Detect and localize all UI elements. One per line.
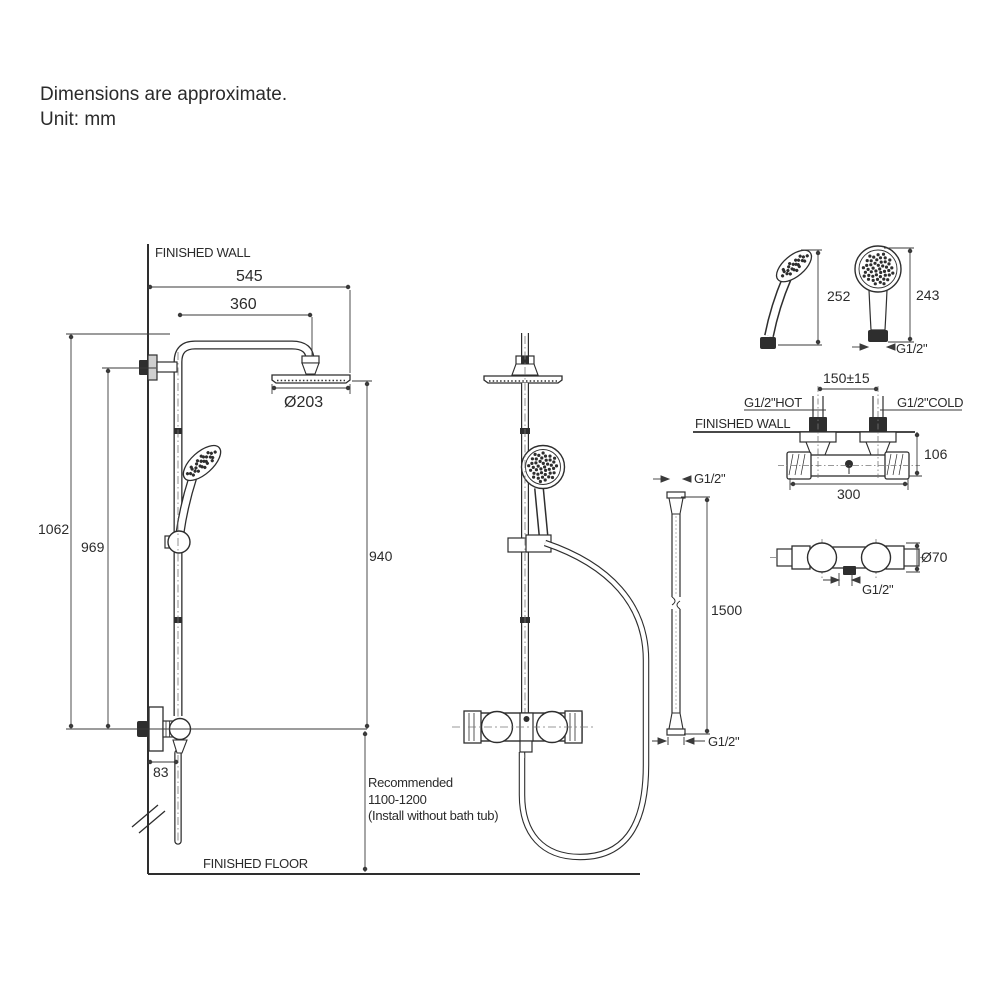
hot-inlet-label: G1/2"HOT — [744, 395, 802, 410]
dim-106: 106 — [924, 446, 948, 462]
hose-detail — [666, 491, 686, 745]
dimension-lines — [66, 247, 962, 872]
valve-top-view — [693, 386, 920, 480]
overhead-shower-side — [271, 374, 351, 384]
finished-floor-label: FINISHED FLOOR — [203, 856, 308, 871]
supply-pipe — [156, 361, 178, 373]
dim-70: Ø70 — [921, 549, 948, 565]
note-line-1: Dimensions are approximate. — [40, 84, 288, 105]
supply-nut — [139, 360, 148, 375]
handshower-head-side — [182, 444, 222, 482]
dim-969: 969 — [81, 539, 105, 555]
dim-1500: 1500 — [711, 602, 743, 618]
hose-bottom-connector-label: G1/2" — [708, 734, 740, 749]
dim-360: 360 — [230, 296, 257, 313]
hose-front — [518, 539, 650, 861]
hose-top-connector-label: G1/2" — [694, 471, 726, 486]
dim-1062: 1062 — [38, 521, 70, 537]
handshower-side-detail — [760, 249, 813, 349]
dim-243: 243 — [916, 287, 940, 303]
handshower-front-detail — [854, 245, 902, 342]
recommended-note: Recommended 1100-1200 (Install without b… — [368, 775, 499, 825]
front-view — [452, 333, 650, 861]
overhead-shower-front — [483, 375, 563, 384]
handshower-connector-label: G1/2" — [896, 341, 928, 356]
head-connector — [301, 355, 320, 364]
valve-front-detail — [770, 539, 925, 578]
slider-knob — [167, 530, 191, 554]
supply-escutcheon — [147, 354, 158, 381]
note-line-2: Unit: mm — [40, 109, 116, 130]
valve-outlet — [519, 740, 533, 753]
dim-545: 545 — [236, 268, 263, 285]
dim-300: 300 — [837, 486, 861, 502]
dim-252: 252 — [827, 288, 851, 304]
dim-203: Ø203 — [284, 394, 324, 411]
recommended-line-1: Recommended — [368, 775, 453, 790]
dim-940: 940 — [369, 548, 393, 564]
wall-break-icon — [131, 804, 166, 834]
dim-150: 150±15 — [823, 370, 870, 386]
finished-wall-label-side: FINISHED WALL — [155, 245, 251, 260]
finished-wall-label-valve: FINISHED WALL — [695, 416, 791, 431]
recommended-line-3: (Install without bath tub) — [368, 808, 499, 823]
recommended-line-2: 1100-1200 — [368, 791, 427, 807]
dim-83: 83 — [153, 764, 169, 780]
dimension-dots — [68, 248, 920, 872]
cold-inlet-label: G1/2"COLD — [897, 395, 964, 410]
valve-outlet-connector-label: G1/2" — [862, 582, 894, 597]
